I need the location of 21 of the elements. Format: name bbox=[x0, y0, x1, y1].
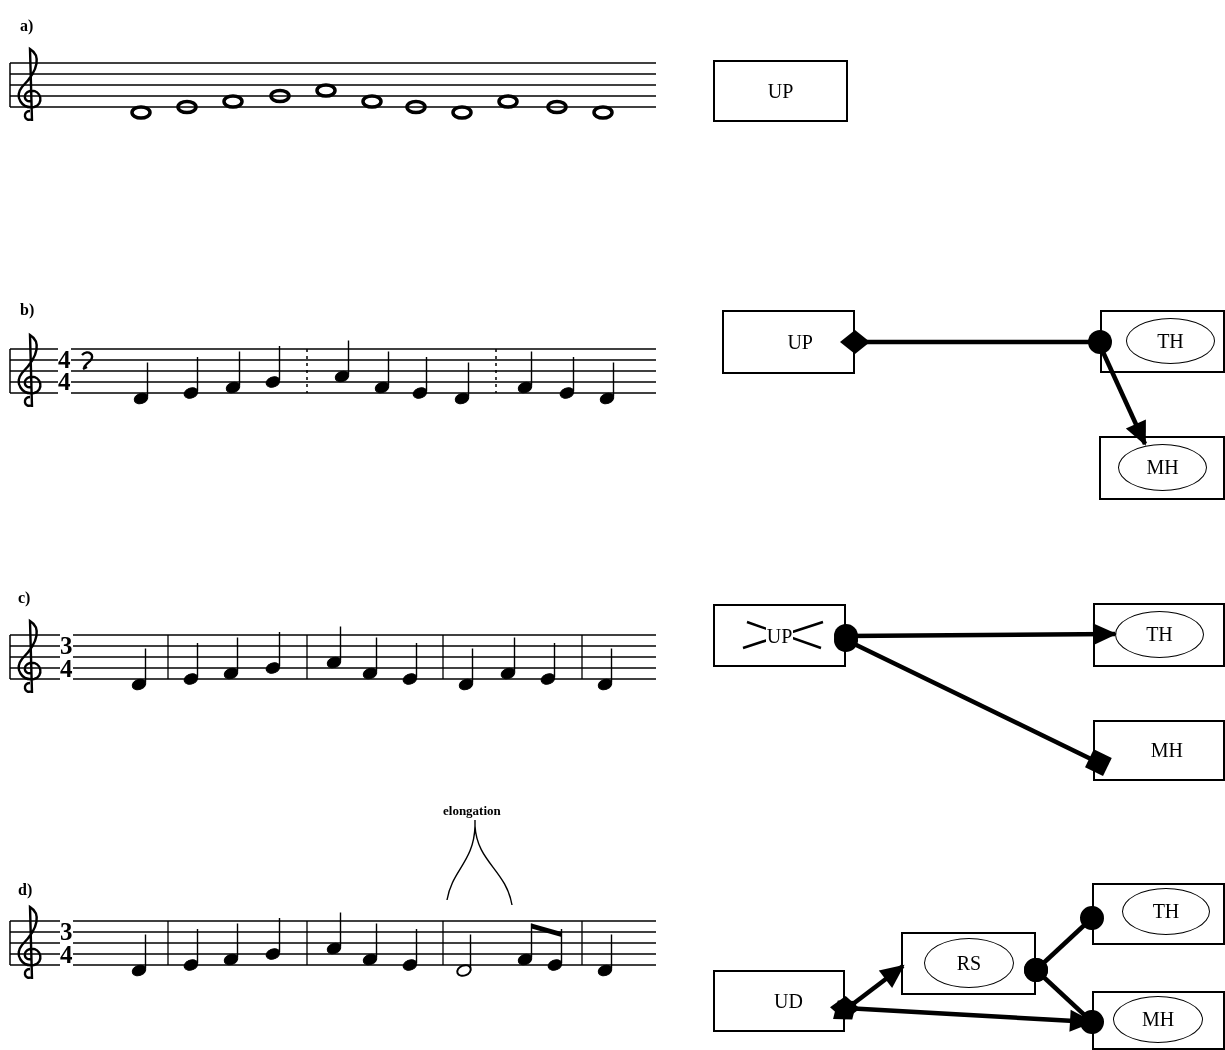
panel-label: d) bbox=[18, 882, 33, 898]
connector bbox=[840, 330, 1112, 354]
panel-label: b) bbox=[20, 302, 35, 318]
text-box: UD bbox=[713, 970, 845, 1032]
annotation-text: elongation bbox=[443, 804, 501, 817]
panel-label: c) bbox=[18, 590, 31, 606]
text-box: UP bbox=[722, 310, 855, 374]
text-box: MH bbox=[1093, 720, 1225, 781]
text-box bbox=[713, 604, 846, 667]
connector bbox=[833, 964, 905, 1020]
connector bbox=[1024, 958, 1104, 1034]
text-box: UP bbox=[713, 60, 848, 122]
container-box bbox=[901, 932, 1036, 995]
connector bbox=[1100, 351, 1148, 446]
container-box bbox=[1100, 310, 1225, 373]
container-box bbox=[1093, 603, 1225, 667]
container-box bbox=[1099, 436, 1225, 500]
node-label: UP bbox=[765, 625, 794, 646]
container-box bbox=[1092, 883, 1225, 945]
panel-label: a) bbox=[20, 18, 34, 34]
container-box bbox=[1092, 991, 1225, 1050]
